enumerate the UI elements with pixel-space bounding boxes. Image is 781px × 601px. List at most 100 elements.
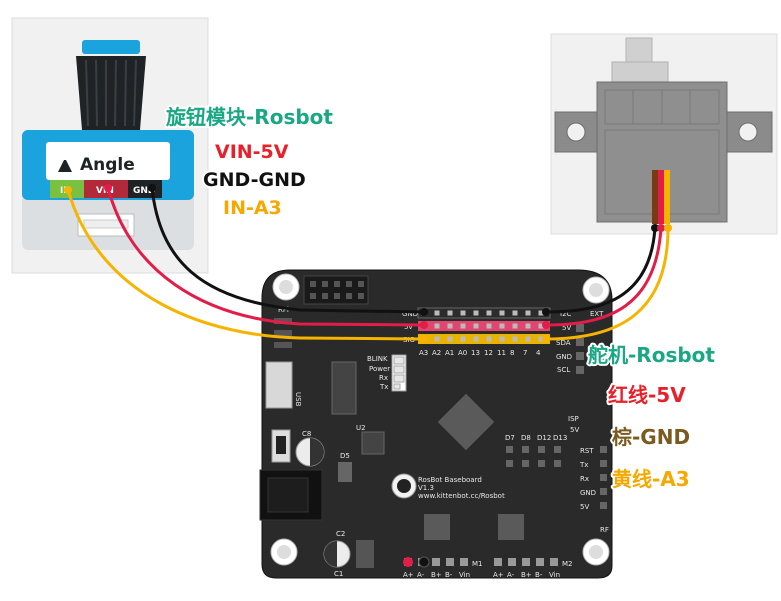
right-pin-label: GND [580,489,596,497]
m1-pin [446,558,454,566]
pin-vin-label: VIN [96,186,114,196]
m1-pin-label: B- [445,571,453,579]
knob [76,56,146,130]
m1-label: M1 [472,560,483,568]
servo-wire-red [658,170,664,224]
rpi-label: RPi [278,306,289,314]
motor-driver-2 [498,514,524,540]
knob-vin-label: VIN-5V [215,141,289,163]
i2c-label: I2C [560,310,572,318]
led-label-tx: Tx [379,383,388,391]
servo-wire-yellow [664,170,670,224]
rail-5v [418,321,550,331]
rpi-pins [274,318,292,348]
right-pin-label: 5V [580,503,589,511]
module-label-plate [46,142,170,180]
chip-left [331,361,357,415]
u2-label: U2 [356,424,366,432]
wire-knob-vin [106,186,426,327]
board-name-line-2: V1.3 [418,484,434,492]
right-pin-label: Rx [580,475,589,483]
wire-servo-sig [544,226,670,341]
m2-pin-label: A+ [493,571,504,579]
usb-label: USB [294,392,302,407]
wires [66,186,670,341]
m2-pin-label: Vin [549,571,560,579]
m1-pin-label: A+ [403,571,414,579]
m1-black-dot [418,556,430,568]
servo-brown-label: 棕-GND [612,425,690,449]
rail-label-gnd: GND [402,310,418,318]
rail-sig [418,334,550,344]
rf-label: RF [600,526,609,534]
c1-label: C1 [334,570,343,578]
isp-label: ISP [568,415,579,423]
m2-pin [494,558,502,566]
c8-label: C8 [302,430,311,438]
header-label: 4 [536,349,541,357]
wire-knob-in [66,188,426,341]
regulator-u2 [361,431,385,455]
m1-pin-label: A- [417,571,425,579]
chip-bottom [356,540,374,568]
header-label: A3 [419,349,428,357]
board-pcb [261,269,613,579]
m2-pin-label: B+ [521,571,532,579]
c2-label: C2 [336,530,345,538]
wire-servo-vcc [544,226,663,327]
knob-gnd-label: GND-GND [203,169,306,191]
m1-pin-label: B+ [431,571,442,579]
right-pin-label: Tx [579,461,588,469]
header-label: 7 [523,349,527,357]
header-label: 12 [484,349,493,357]
ext-pin-sda: SDA [556,339,571,347]
knob-cap [82,40,140,54]
wire-servo-gnd [544,226,657,314]
d-pin-label: D8 [521,434,531,442]
header-label: 8 [510,349,514,357]
m2-pin-label: B- [535,571,543,579]
d-pin-label: D7 [505,434,515,442]
header-label: A0 [458,349,467,357]
d-pin-label: D13 [553,434,567,442]
knob-icon [58,160,72,172]
m2-pin [550,558,558,566]
board-name-line-1: RosBot Baseboard [418,476,482,484]
rail-label-5v: 5v [404,323,413,331]
pin-gnd-label: GND [133,186,155,196]
m2-pin [508,558,516,566]
m2-pin [536,558,544,566]
ext-pin-5v: 5V [562,324,571,332]
wire-endpoints [64,184,672,343]
servo-photo [550,33,778,235]
module-name: Angle [80,155,135,175]
m2-pin [522,558,530,566]
isp-5v-label: 5V [570,426,579,434]
header-label: A2 [432,349,441,357]
led-label-blink: BLINK [367,355,388,363]
led-label-rx: Rx [379,374,388,382]
d5-label: D5 [340,452,350,460]
knob-in-label: IN-A3 [223,197,282,219]
m1-pin-label: Vin [459,571,470,579]
motor-driver-1 [424,514,450,540]
diode-d5 [338,462,352,482]
m1-red-dot [403,557,413,567]
m2-pin-label: A- [507,571,515,579]
led-block: BLINK Power Rx Tx [367,354,407,392]
led-label-power: Power [369,365,390,373]
board-name-line-3: www.kittenbot.cc/Rosbot [418,492,505,500]
d-pin-label: D12 [537,434,551,442]
ext-pin-gnd: GND [556,353,572,361]
ext-pin-scl: SCL [557,366,570,374]
header-label: A1 [445,349,454,357]
m2-label: M2 [562,560,573,568]
header-label: 11 [497,349,506,357]
ext-label: EXT [590,310,604,318]
right-pin-label: RST [580,447,594,455]
